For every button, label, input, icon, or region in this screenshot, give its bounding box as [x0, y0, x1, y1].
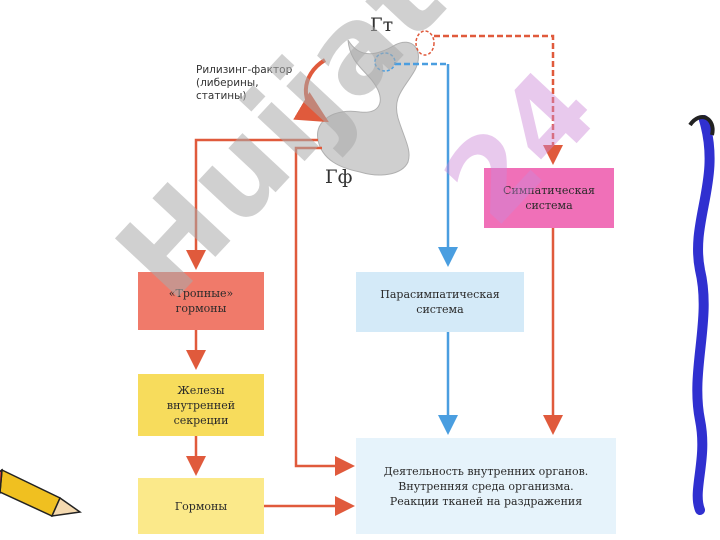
sympathetic-dashed-path — [434, 34, 563, 165]
pituitary-label: Гф — [325, 166, 353, 188]
sympathetic-box: Симпатическая система — [484, 168, 614, 228]
parasympathetic-box: Парасимпатическая система — [356, 272, 524, 332]
hormones-text: Гормоны — [174, 499, 228, 513]
parasympathetic-text: Парасимпатическая система — [380, 288, 500, 316]
hypothalamus-label: Гт — [370, 14, 394, 36]
pituitary-gland-shape — [317, 39, 419, 176]
arrow-to-tropic — [186, 138, 318, 270]
tropic-hormones-box: «Тропные» гормоны — [138, 272, 264, 330]
hypothalamus-nucleus-red — [415, 30, 435, 56]
hormones-box: Гормоны — [138, 478, 264, 534]
internal-organs-text: Деятельность внутренних органов. Внутрен… — [383, 464, 589, 508]
scroll-curl-icon — [688, 115, 715, 136]
hypothalamus-nucleus-blue — [374, 52, 396, 72]
endocrine-glands-box: Железы внутренней секреции — [138, 374, 264, 436]
endocrine-glands-text: Железы внутренней секреции — [166, 383, 236, 427]
tropic-hormones-text: «Тропные» гормоны — [168, 287, 234, 315]
releasing-factor-label: Рилизинг-фактор (либерины, статины) — [196, 64, 293, 102]
pencil-icon — [0, 468, 82, 517]
scroll-decoration-icon — [692, 115, 715, 515]
releasing-factor-arrow — [293, 58, 329, 123]
internal-organs-box: Деятельность внутренних органов. Внутрен… — [356, 438, 616, 534]
sympathetic-text: Симпатическая система — [503, 184, 595, 212]
arrow-pituitary-to-organs — [294, 146, 355, 476]
